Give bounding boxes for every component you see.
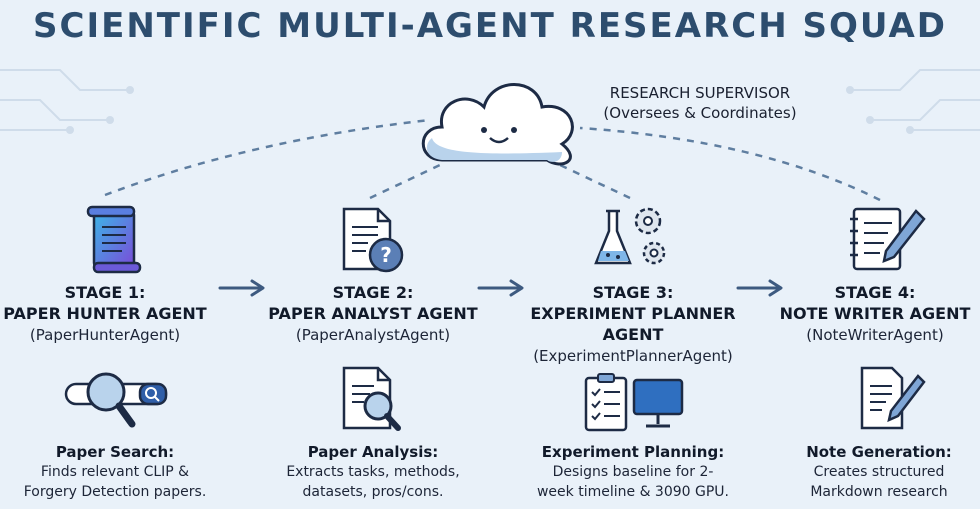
feature-3-heading: Experiment Planning: <box>508 442 758 462</box>
feature-1-line2: Forgery Detection papers. <box>0 482 240 502</box>
stage-2-label: STAGE 2: PAPER ANALYST AGENT (PaperAnaly… <box>253 282 493 347</box>
feature-3: Experiment Planning: Designs baseline fo… <box>508 442 758 502</box>
stage-2-class: (PaperAnalystAgent) <box>253 324 493 347</box>
feature-2-line2: datasets, pros/cons. <box>248 482 498 502</box>
stage-4-class: (NoteWriterAgent) <box>770 324 980 347</box>
magnifier-search-icon <box>62 368 172 432</box>
page-title: SCIENTIFIC MULTI-AGENT RESEARCH SQUAD <box>0 6 980 46</box>
document-question-icon: ? <box>338 205 408 275</box>
notebook-pen-icon <box>848 205 928 275</box>
arrow-right-icon <box>736 278 786 298</box>
flask-gears-icon <box>592 203 672 275</box>
feature-4-line1: Creates structured <box>778 462 980 482</box>
feature-4-line2: Markdown research <box>778 482 980 502</box>
supervisor-label: RESEARCH SUPERVISOR (Oversees & Coordina… <box>560 84 840 122</box>
feature-3-line1: Designs baseline for 2- <box>508 462 758 482</box>
stage-4-agent: NOTE WRITER AGENT <box>770 303 980 324</box>
stage-1-class: (PaperHunterAgent) <box>0 324 225 347</box>
feature-4: Note Generation: Creates structured Mark… <box>778 442 980 502</box>
stage-3-agent: EXPERIMENT PLANNER AGENT <box>501 303 765 345</box>
arrow-right-icon <box>477 278 527 298</box>
feature-1-heading: Paper Search: <box>0 442 240 462</box>
feature-2-heading: Paper Analysis: <box>248 442 498 462</box>
feature-3-line2: week timeline & 3090 GPU. <box>508 482 758 502</box>
document-pen-icon <box>856 364 926 434</box>
stage-2-agent: PAPER ANALYST AGENT <box>253 303 493 324</box>
supervisor-role: (Oversees & Coordinates) <box>560 104 840 122</box>
feature-1: Paper Search: Finds relevant CLIP & Forg… <box>0 442 240 502</box>
stage-4-number: STAGE 4: <box>770 282 980 303</box>
stage-2-number: STAGE 2: <box>253 282 493 303</box>
stage-3-label: STAGE 3: EXPERIMENT PLANNER AGENT (Exper… <box>501 282 765 368</box>
document-magnifier-icon <box>338 364 408 434</box>
svg-text:?: ? <box>380 243 392 267</box>
stage-3-class: (ExperimentPlannerAgent) <box>501 345 765 368</box>
stage-3-number: STAGE 3: <box>501 282 765 303</box>
stage-1-agent: PAPER HUNTER AGENT <box>0 303 225 324</box>
checklist-monitor-icon <box>582 372 686 432</box>
feature-4-heading: Note Generation: <box>778 442 980 462</box>
arrow-right-icon <box>218 278 268 298</box>
feature-1-line1: Finds relevant CLIP & <box>0 462 240 482</box>
feature-2-line1: Extracts tasks, methods, <box>248 462 498 482</box>
stage-4-label: STAGE 4: NOTE WRITER AGENT (NoteWriterAg… <box>770 282 980 347</box>
stage-1-label: STAGE 1: PAPER HUNTER AGENT (PaperHunter… <box>0 282 225 347</box>
supervisor-name: RESEARCH SUPERVISOR <box>560 84 840 102</box>
feature-2: Paper Analysis: Extracts tasks, methods,… <box>248 442 498 502</box>
stage-1-number: STAGE 1: <box>0 282 225 303</box>
scroll-icon <box>82 205 146 275</box>
